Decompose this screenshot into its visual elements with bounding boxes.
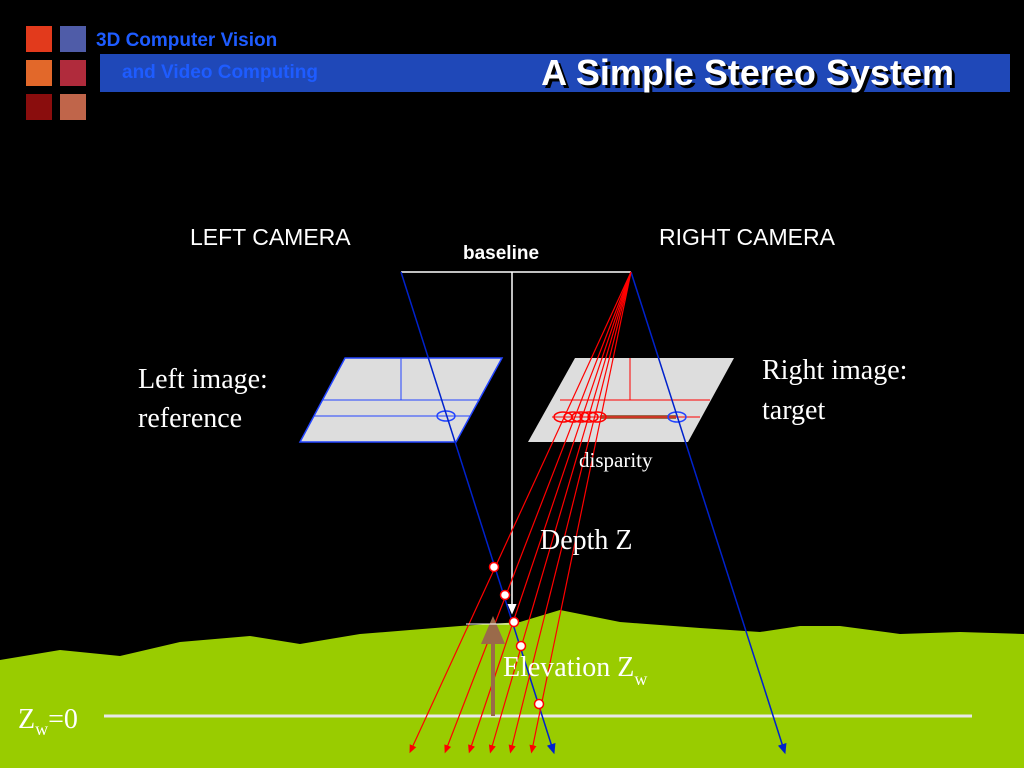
- course-name-line1: 3D Computer Vision: [96, 30, 278, 51]
- candidate-point-1: [488, 561, 500, 573]
- elevation-label-text: Elevation Z: [503, 652, 634, 683]
- logo-square-1: [26, 26, 52, 52]
- logo-square-3: [26, 60, 52, 86]
- zw-label-rest: =0: [48, 704, 78, 735]
- logo-square-4: [60, 60, 86, 86]
- red-ray-6: [529, 271, 632, 754]
- elevation-label: Elevation Zw: [503, 652, 647, 689]
- baseline-label: baseline: [463, 243, 539, 264]
- left-image-point: [436, 410, 456, 422]
- red-ray-5: [508, 271, 632, 754]
- depth-label: Depth Z: [540, 525, 633, 556]
- left-camera-ray: [400, 271, 556, 755]
- right-camera-label: RIGHT CAMERA: [659, 224, 836, 250]
- title-bar: [100, 54, 1010, 92]
- right-image-label-line2: target: [762, 395, 825, 426]
- ground-terrain: [0, 610, 1024, 768]
- course-name-line2: and Video Computing: [122, 62, 318, 83]
- zw-zero-label: Zw=0: [18, 704, 78, 739]
- zw-label-base: Z: [18, 704, 35, 735]
- left-image-label-line1: Left image:: [138, 364, 268, 395]
- elevation-label-subscript: w: [634, 669, 647, 689]
- zw-label-subscript: w: [35, 719, 48, 739]
- candidate-point-4: [515, 640, 527, 652]
- right-image-point: [667, 411, 687, 423]
- candidate-point-3: [508, 616, 520, 628]
- left-camera-label: LEFT CAMERA: [190, 224, 351, 250]
- red-ray-2: [444, 271, 632, 754]
- logo-square-2: [60, 26, 86, 52]
- slide-title: A Simple Stereo System: [541, 52, 954, 93]
- right-image-label-line1: Right image:: [762, 355, 907, 386]
- logo-square-6: [60, 94, 86, 120]
- candidate-point-5: [533, 698, 545, 710]
- candidate-point-2: [499, 589, 511, 601]
- red-ray-4: [488, 271, 632, 754]
- logo-square-5: [26, 94, 52, 120]
- disparity-label: disparity: [579, 448, 653, 472]
- red-ray-3: [468, 271, 632, 754]
- red-ray-1: [409, 271, 632, 754]
- left-image-label-line2: reference: [138, 403, 242, 434]
- right-camera-ray-blue: [630, 271, 787, 755]
